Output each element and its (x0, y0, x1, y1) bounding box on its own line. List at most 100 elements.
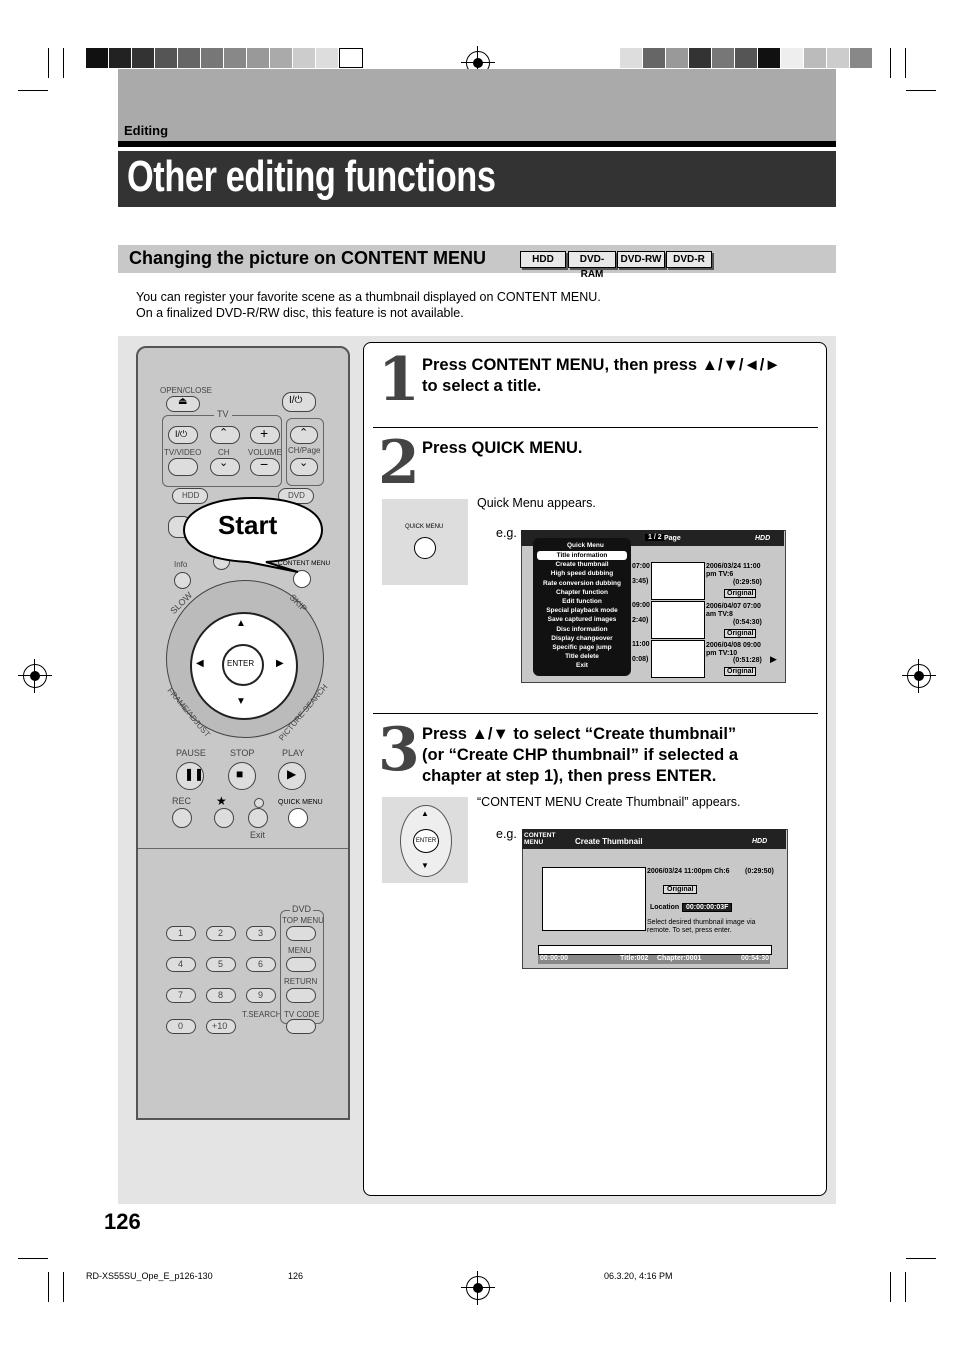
key-3[interactable]: 3 (246, 926, 276, 941)
screen2-menu-logo: CONTENT MENU (524, 832, 556, 846)
menu-button[interactable] (286, 957, 316, 972)
screen1-thumbnail-1 (651, 562, 705, 600)
step-1-number: 1 (378, 345, 420, 415)
ch-page-down-button[interactable]: ⌄ (290, 457, 318, 476)
quick-menu-button[interactable] (288, 808, 308, 828)
star-button[interactable] (214, 808, 234, 828)
quick-menu-item[interactable]: Save captured images (547, 616, 617, 624)
tv-video-button[interactable] (168, 458, 198, 476)
screen1-hdd-label: HDD (755, 535, 771, 542)
color-bar-right (620, 48, 873, 68)
ch-page-up-button[interactable]: ⌃ (290, 426, 318, 444)
quick-menu-item[interactable]: Disc information (556, 625, 608, 633)
quick-menu-item[interactable]: Edit function (562, 597, 602, 605)
volume-down-button[interactable]: − (250, 456, 280, 476)
enter-icon: ENTER (413, 829, 439, 853)
screen1-left-time-1: 07:00 (632, 563, 650, 570)
key-9[interactable]: 9 (246, 988, 276, 1003)
dpad-up-icon[interactable]: ▲ (236, 618, 246, 629)
ch-up-button[interactable]: ⌃ (210, 426, 240, 444)
quick-menu-popup: Quick Menu Title information Create thum… (533, 538, 631, 676)
content-menu-button[interactable] (293, 570, 311, 588)
screen2-chapter-number: Chapter:0001 (657, 955, 702, 962)
screen1-thumbnail-3 (651, 640, 705, 678)
key-plus10[interactable]: +10 (206, 1019, 236, 1034)
return-button[interactable] (286, 988, 316, 1003)
title-bar (118, 151, 836, 207)
dpad-icon (400, 805, 452, 877)
step-2-number: 2 (378, 428, 420, 498)
screen1-next-arrow-icon[interactable]: ▶ (770, 654, 777, 664)
quick-menu-item[interactable]: Rate conversion dubbing (542, 579, 621, 587)
quick-menu-item[interactable]: Title information (537, 551, 627, 561)
key-1[interactable]: 1 (166, 926, 196, 941)
screen1-entry-3-tag: Original (724, 667, 757, 676)
key-6[interactable]: 6 (246, 957, 276, 972)
quick-menu-item[interactable]: Display changeover (551, 634, 613, 642)
dvd-label: DVD (288, 491, 305, 500)
key-5[interactable]: 5 (206, 957, 236, 972)
key-0[interactable]: 0 (166, 1019, 196, 1034)
screen1-thumbnail-2 (651, 601, 705, 639)
enter-button[interactable]: ENTER (222, 644, 264, 686)
ch-down-button[interactable]: ⌄ (210, 457, 240, 476)
header-band (118, 69, 836, 141)
stop-label: STOP (230, 748, 255, 758)
page-number: 126 (104, 1209, 141, 1234)
dpad-left-icon[interactable]: ◀ (196, 658, 204, 669)
step-3-text-a: Press ▲/▼ to select “Create thumbnail” (422, 725, 737, 743)
screen2-date: 2006/03/24 11:00pm Ch:6 (647, 868, 730, 875)
open-close-button[interactable]: ⏏ (166, 396, 200, 412)
open-close-label: OPEN/CLOSE (160, 386, 213, 395)
dpad-right-icon[interactable]: ▶ (276, 658, 284, 669)
quick-menu-item[interactable]: Specific page jump (552, 643, 612, 651)
key-2[interactable]: 2 (206, 926, 236, 941)
top-menu-label: TOP MENU (282, 916, 324, 925)
step-divider-1 (373, 427, 818, 428)
badge-dvd-ram: DVD-RAM (568, 251, 616, 280)
info-label: Info (174, 560, 188, 569)
tv-video-label: TV/VIDEO (164, 448, 202, 457)
footer-file: RD-XS55SU_Ope_E_p126-130 (86, 1271, 213, 1281)
quick-menu-item[interactable]: Exit (576, 662, 588, 670)
screen1-left-time-6: 0:08) (632, 656, 649, 663)
info-button[interactable] (174, 572, 191, 589)
key-4[interactable]: 4 (166, 957, 196, 972)
tvcode-button[interactable] (286, 1019, 316, 1034)
quick-menu-item[interactable]: Create thumbnail (555, 561, 609, 569)
key-7[interactable]: 7 (166, 988, 196, 1003)
quick-menu-item[interactable]: Title delete (565, 653, 599, 661)
screen2-location-field[interactable]: 00:00:00:03F (682, 903, 733, 912)
step-divider-2 (373, 713, 818, 714)
dpad-down-icon[interactable]: ▼ (236, 696, 246, 707)
exit-button[interactable] (248, 808, 268, 828)
volume-up-button[interactable]: + (250, 425, 280, 444)
screen2-topbar (522, 829, 786, 849)
hdd-button[interactable]: HDD (172, 488, 208, 504)
badge-dvd-rw: DVD-RW (617, 251, 665, 268)
quick-menu-item[interactable]: Special playback mode (546, 607, 618, 615)
content-menu-label: CONTENT MENU (278, 560, 331, 567)
screen2-duration: (0:29:50) (745, 868, 774, 875)
screen2-title-number: Title:002 (620, 955, 649, 962)
power-button[interactable]: I/⏻ (282, 392, 316, 412)
pause-button[interactable]: ❚❚ (176, 762, 204, 790)
play-button[interactable]: ▶ (278, 762, 306, 790)
screen2-instruction-1: Select desired thumbnail image via (647, 919, 756, 926)
quick-menu-item[interactable]: High speed dubbing (550, 570, 614, 578)
top-menu-button[interactable] (286, 926, 316, 941)
key-8[interactable]: 8 (206, 988, 236, 1003)
quick-menu-item[interactable]: Chapter function (556, 588, 608, 596)
screen2-timeline[interactable] (538, 945, 772, 955)
screen1-entry-3-date: 2006/04/08 09:00 (706, 642, 761, 649)
step-3-text-c: chapter at step 1), then press ENTER. (422, 767, 717, 785)
footer-page: 126 (288, 1271, 304, 1281)
exit-label: Exit (250, 830, 266, 840)
tv-power-button[interactable]: I/⏻ (168, 426, 198, 444)
volume-label: VOLUME (248, 448, 282, 457)
star-icon: ★ (216, 794, 227, 808)
screen1-entry-3-ch: pm TV:10 (706, 650, 738, 657)
screen2-preview-image (542, 867, 646, 931)
rec-button[interactable] (172, 808, 192, 828)
stop-button[interactable]: ■ (228, 762, 256, 790)
